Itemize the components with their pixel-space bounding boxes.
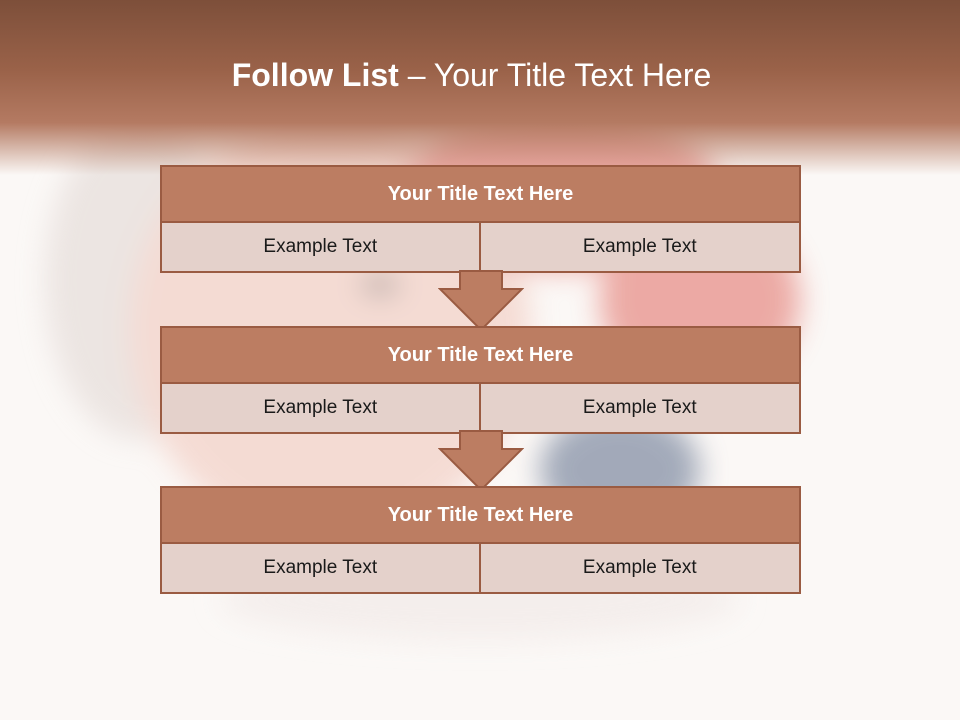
step-cell-left: Example Text (160, 544, 481, 594)
step-block-3: Your Title Text Here Example Text Exampl… (160, 486, 801, 594)
step-cell-right: Example Text (480, 544, 801, 594)
slide-title-bold: Follow List (231, 57, 399, 93)
slide-title-rest: – Your Title Text Here (398, 57, 712, 93)
down-arrow-icon (438, 270, 524, 332)
step-cell-left: Example Text (160, 384, 481, 434)
step-row: Example Text Example Text (160, 384, 801, 434)
step-cell-left: Example Text (160, 223, 481, 273)
step-title: Your Title Text Here (160, 486, 801, 544)
header-band (0, 0, 960, 175)
step-title: Your Title Text Here (160, 165, 801, 223)
step-title: Your Title Text Here (160, 326, 801, 384)
step-block-1: Your Title Text Here Example Text Exampl… (160, 165, 801, 273)
down-arrow-icon (438, 430, 524, 492)
step-block-2: Your Title Text Here Example Text Exampl… (160, 326, 801, 434)
step-row: Example Text Example Text (160, 544, 801, 594)
step-cell-right: Example Text (480, 384, 801, 434)
step-cell-right: Example Text (480, 223, 801, 273)
slide-title: Follow List – Your Title Text Here (0, 55, 943, 95)
step-row: Example Text Example Text (160, 223, 801, 273)
